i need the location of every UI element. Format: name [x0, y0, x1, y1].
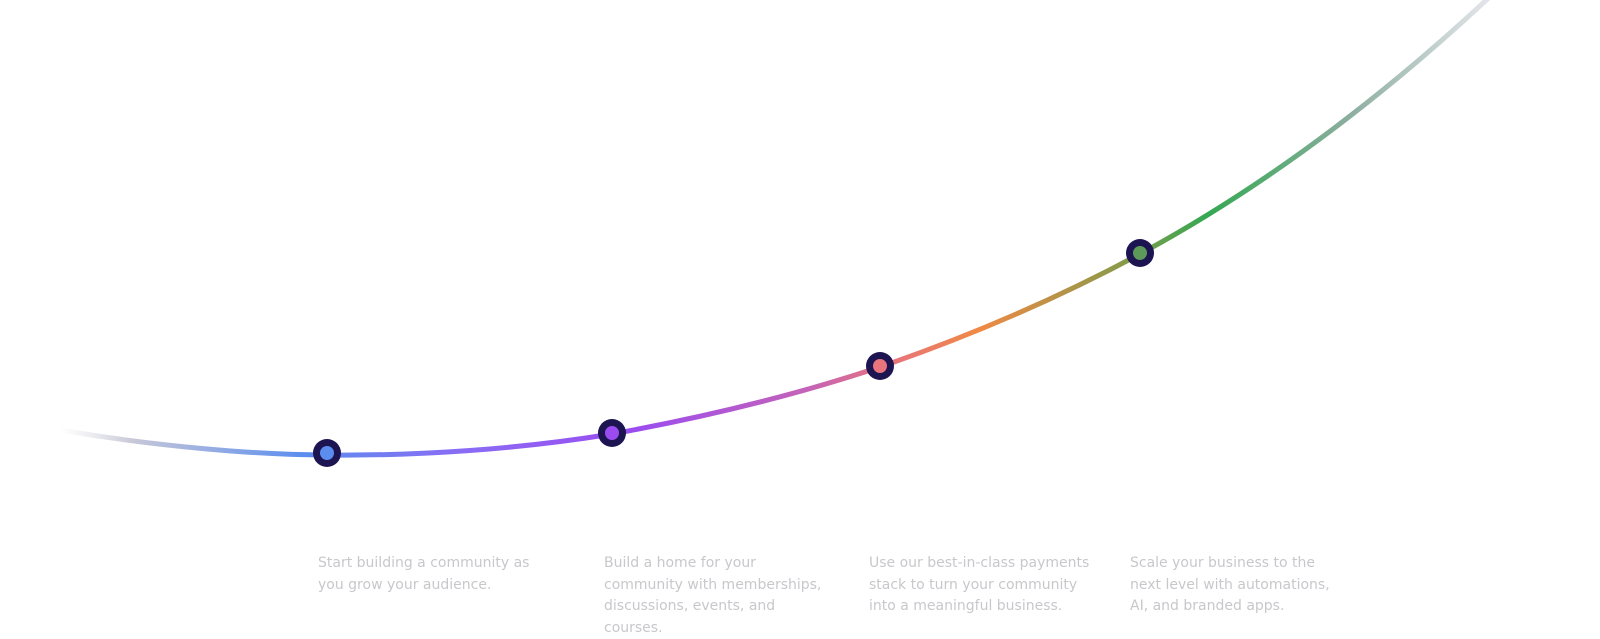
step-4-description: Scale your business to the next level wi… [1130, 555, 1330, 614]
step-2-description: Build a home for your community with mem… [604, 555, 822, 636]
step-1-marker [313, 439, 341, 467]
step-4-marker [1126, 239, 1154, 267]
growth-curve-line [57, 0, 1491, 458]
step-2-marker [598, 419, 626, 447]
step-3-description: Use our best-in-class payments stack to … [869, 555, 1090, 614]
step-1-description: Start building a community as you grow y… [318, 555, 530, 593]
growth-curve-graphic [57, 0, 1491, 467]
step-3-marker [866, 352, 894, 380]
